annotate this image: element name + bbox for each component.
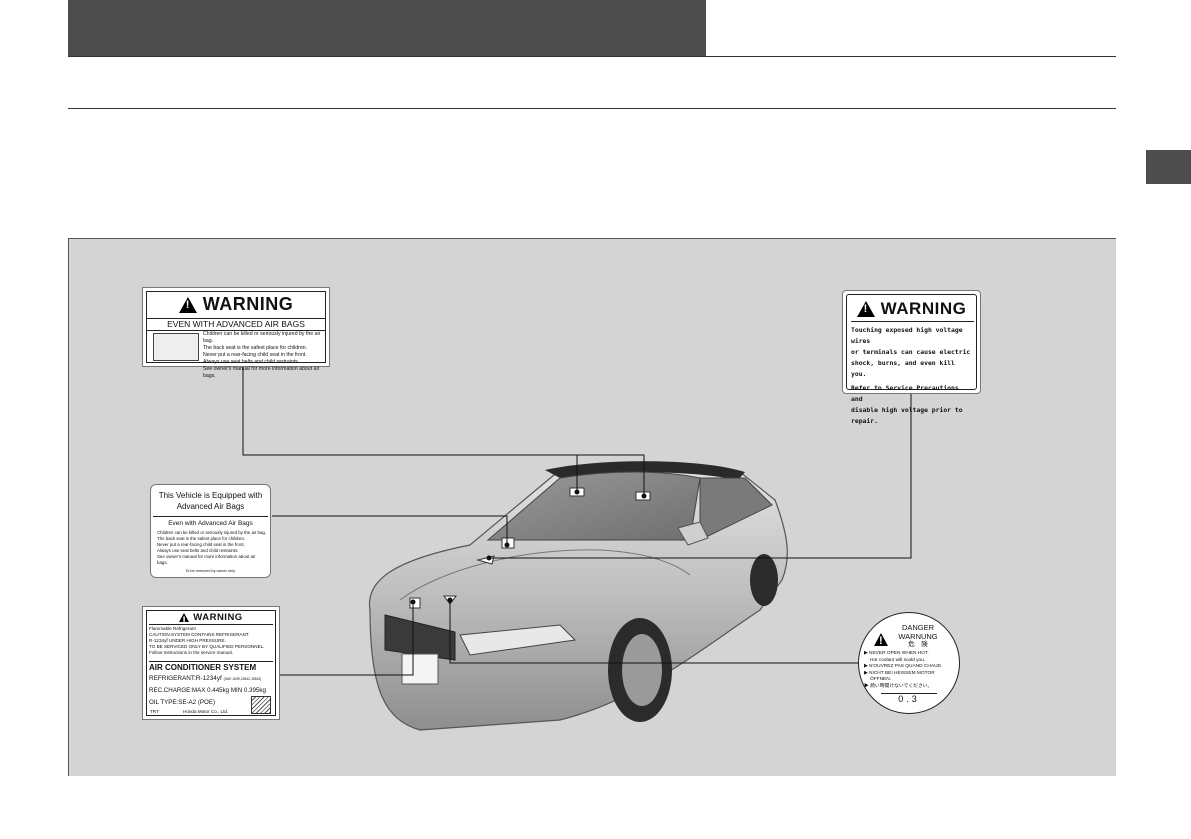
hv-line: disable high voltage prior to repair. bbox=[851, 406, 963, 425]
ac-warning-caution: Flammable Refrigerant CAUTION:SYSTEM CON… bbox=[149, 624, 273, 656]
airbag-warning-title: WARNING bbox=[202, 294, 294, 314]
hv-line: or terminals can cause electric bbox=[851, 348, 971, 356]
hv-warning-title: WARNING bbox=[880, 299, 967, 318]
sun-visor-list: Children can be killed or seriously inju… bbox=[157, 530, 267, 566]
ac-system-title: AIR CONDITIONER SYSTEM bbox=[149, 661, 273, 673]
header-divider bbox=[68, 56, 1116, 57]
hv-line: Touching exposed high voltage wires bbox=[851, 326, 963, 345]
section-divider bbox=[68, 108, 1116, 109]
warning-triangle-icon bbox=[179, 613, 190, 627]
ac-code: TRT bbox=[150, 709, 159, 714]
warning-triangle-icon bbox=[856, 301, 875, 317]
ac-line: TO BE SERVICED ONLY BY QUALIFIED PERSONN… bbox=[149, 644, 265, 649]
recycle-mark-icon bbox=[251, 696, 271, 714]
list-item: ▶ NICHT BEI HEISSEM MOTOR bbox=[864, 670, 935, 676]
list-item: ▶ 熱い時開けないでください。 bbox=[864, 683, 933, 689]
airbag-warning-subtitle: EVEN WITH ADVANCED AIR BAGS bbox=[147, 318, 325, 331]
warning-triangle-icon bbox=[874, 633, 888, 647]
ac-line: R-1234yf UNDER HIGH PRESSURE. bbox=[149, 638, 226, 643]
airbag-warning-title-row: WARNING bbox=[147, 294, 325, 315]
chapter-tab[interactable] bbox=[1146, 150, 1191, 184]
ac-warning-title: WARNING bbox=[193, 612, 243, 623]
radiator-cap-heading: DANGER WARNUNG 危 険 bbox=[885, 623, 951, 650]
list-item: Hot coolant will scald you. bbox=[870, 657, 926, 663]
child-seat-icon bbox=[153, 333, 199, 361]
sun-visor-footer: To be removed by owner only. bbox=[185, 569, 236, 573]
list-item: The back seat is the safest place for ch… bbox=[157, 536, 246, 541]
header-bar bbox=[68, 0, 706, 56]
kiken-text: 危 険 bbox=[908, 641, 928, 648]
radiator-cap-label: DANGER WARNUNG 危 険 ▶ NEVER OPEN WHEN HOT… bbox=[858, 612, 960, 714]
ac-charge: REC.CHARGE:MAX 0.445kg MIN 0.395kg bbox=[149, 687, 266, 694]
airbag-warning-list: Children can be killed or seriously inju… bbox=[203, 331, 323, 380]
warnung-text: WARNUNG bbox=[898, 631, 938, 641]
ac-refrigerant: REFRIGERANT:R-1234yf bbox=[149, 675, 222, 682]
radiator-cap-value: 0.3 bbox=[881, 693, 937, 705]
list-item: Never put a rear-facing child seat in th… bbox=[157, 542, 245, 547]
sun-visor-title: This Vehicle is Equipped with Advanced A… bbox=[151, 490, 270, 512]
list-item: ▶ N'OUVREZ PAS QUAND CHAUD. bbox=[864, 664, 943, 670]
ac-refrigerant-spec: (SAE J639,J2842,J2843) bbox=[223, 677, 262, 681]
ac-oil: OIL TYPE:SE-A2 (POE) bbox=[149, 699, 216, 706]
list-item: See owner's manual for more information … bbox=[203, 366, 320, 379]
list-item: ÖFFNEN. bbox=[870, 677, 892, 683]
hv-line: Refer to Service Precautions and bbox=[851, 384, 959, 403]
list-item: ▶ NEVER OPEN WHEN HOT. bbox=[864, 651, 929, 656]
list-item: Never put a rear-facing child seat in th… bbox=[203, 352, 307, 358]
hv-warning-text: Touching exposed high voltage wires or t… bbox=[851, 321, 974, 427]
sun-visor-label: This Vehicle is Equipped with Advanced A… bbox=[150, 484, 271, 578]
ac-warning-title-row: WARNING bbox=[147, 612, 275, 627]
list-item: Children can be killed or seriously inju… bbox=[203, 331, 321, 344]
list-item: Always use seat belts and child restrain… bbox=[203, 359, 300, 365]
list-item: The back seat is the safest place for ch… bbox=[203, 345, 308, 351]
sun-visor-subtitle: Even with Advanced Air Bags bbox=[153, 516, 268, 527]
air-conditioner-warning-label: WARNING Flammable Refrigerant CAUTION:SY… bbox=[142, 606, 280, 720]
danger-text: DANGER bbox=[901, 623, 935, 632]
ac-line: CAUTION:SYSTEM CONTAINS REFRIGERANT bbox=[149, 632, 249, 637]
radiator-cap-list: ▶ NEVER OPEN WHEN HOT. Hot coolant will … bbox=[864, 651, 955, 691]
ac-line: Flammable Refrigerant bbox=[149, 626, 196, 631]
list-item: Always use seat belts and child restrain… bbox=[157, 548, 239, 553]
hv-warning-title-row: WARNING bbox=[847, 299, 976, 319]
list-item: See owner's manual for more information … bbox=[157, 554, 256, 565]
high-voltage-warning-label: WARNING Touching exposed high voltage wi… bbox=[842, 290, 981, 425]
list-item: Children can be killed or seriously inju… bbox=[157, 530, 267, 535]
hv-line: shock, burns, and even kill you. bbox=[851, 359, 955, 378]
warning-triangle-icon bbox=[178, 296, 197, 313]
sun-visor-title-line2: Advanced Air Bags bbox=[176, 502, 245, 511]
ac-line: Follow Instructions in the service manua… bbox=[149, 650, 233, 655]
airbag-warning-label: WARNING EVEN WITH ADVANCED AIR BAGS Chil… bbox=[142, 287, 330, 379]
ac-refrigerant-row: REFRIGERANT:R-1234yf (SAE J639,J2842,J28… bbox=[149, 674, 273, 684]
ac-maker: Honda Motor Co., Ltd. bbox=[183, 709, 229, 714]
sun-visor-title-line1: This Vehicle is Equipped with bbox=[158, 491, 263, 500]
